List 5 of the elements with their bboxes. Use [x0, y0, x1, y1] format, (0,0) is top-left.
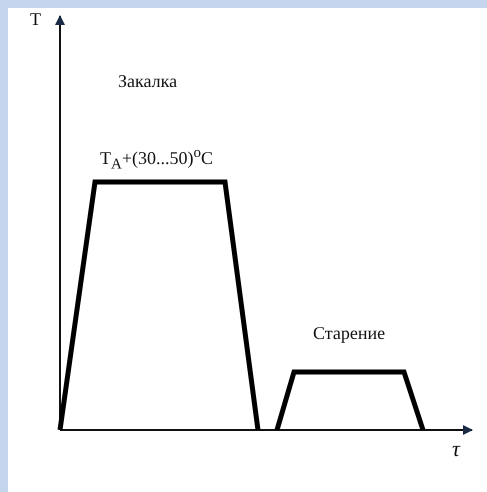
stage-label: Закалка	[118, 72, 178, 90]
stage-label: Старение	[313, 324, 386, 342]
temperature-label: T$_{A}$+(30...50)$^{o}$C	[100, 146, 213, 173]
axis-label: τ	[452, 438, 460, 460]
axis-label: T	[30, 10, 41, 28]
